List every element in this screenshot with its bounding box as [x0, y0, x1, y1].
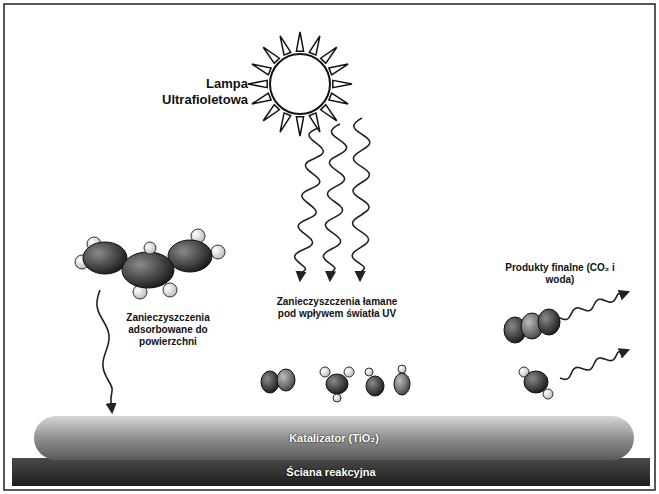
- sun-ray: [321, 47, 337, 63]
- water-molecule: [519, 367, 553, 399]
- wavy-arrow: [97, 290, 112, 412]
- band-label: Ściana reakcyjna: [286, 466, 375, 478]
- sun-ray: [296, 32, 303, 51]
- wavy-arrow: [560, 350, 628, 379]
- sun-ray: [329, 64, 348, 75]
- wavy-arrow: [352, 118, 370, 280]
- sun-ray: [321, 105, 337, 121]
- sun-ray: [280, 36, 291, 55]
- sun-ray: [248, 80, 267, 87]
- wavy-arrow: [323, 124, 346, 280]
- uv-waves: [97, 118, 628, 412]
- lamp-label: Lampa Ultrafioletowa: [148, 76, 248, 107]
- sun-ray: [263, 105, 279, 121]
- broken-fragments: [261, 365, 410, 402]
- catalyst-band: Katalizator (TiO₂): [34, 416, 634, 460]
- sun-ray: [296, 117, 303, 136]
- pollutant-molecule: [75, 229, 225, 299]
- broken-label: Zanieczyszczenia łamane pod wpływem świa…: [272, 296, 402, 320]
- molecules: [75, 229, 560, 402]
- uv-lamp-sun: [248, 32, 352, 136]
- reactor-wall-band: Ściana reakcyjna: [12, 458, 650, 486]
- sun-disc: [270, 54, 330, 114]
- products-label: Produkty finalne (CO₂ i woda): [500, 262, 620, 286]
- frame: [4, 4, 655, 490]
- band-label: Katalizator (TiO₂): [289, 432, 379, 444]
- wavy-arrow: [295, 128, 324, 280]
- co2-molecule: [504, 309, 560, 343]
- adsorbed-label: Zanieczyszczenia adsorbowane do powierzc…: [116, 312, 220, 348]
- sun-ray: [252, 93, 271, 104]
- wavy-arrow: [560, 292, 628, 319]
- sun-ray: [333, 80, 352, 87]
- sun-ray: [263, 47, 279, 63]
- sun-ray: [280, 113, 291, 132]
- sun-ray: [309, 36, 320, 55]
- sun-ray: [252, 64, 271, 75]
- sun-ray: [329, 93, 348, 104]
